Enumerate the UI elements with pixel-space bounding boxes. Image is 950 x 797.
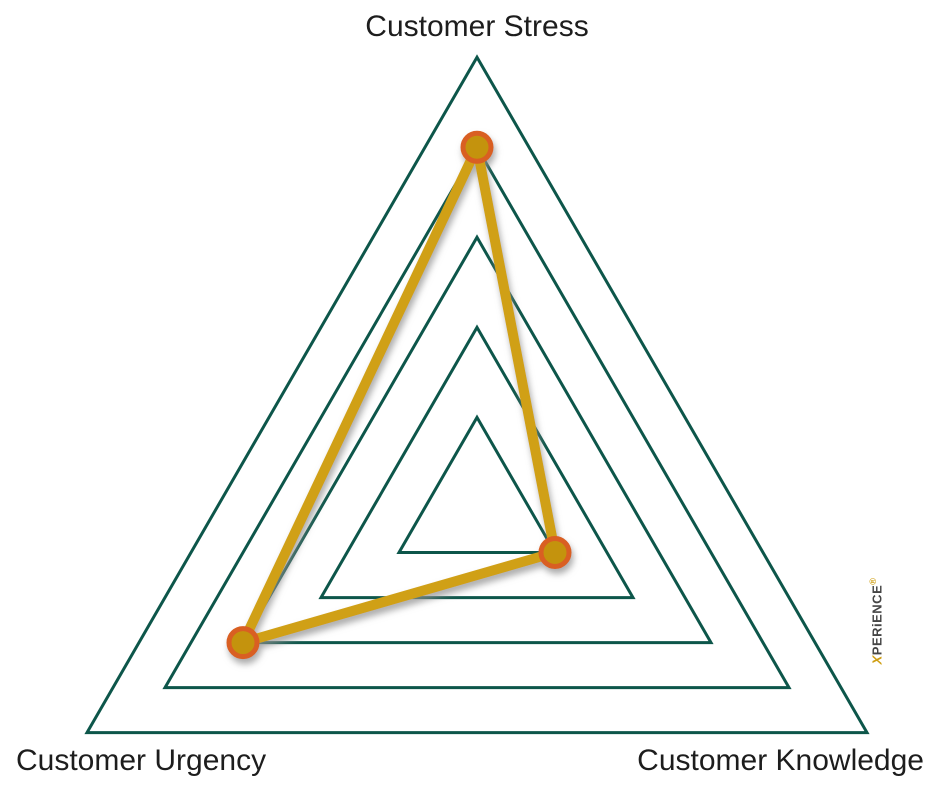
data-series	[226, 130, 572, 660]
xperience-logo: XPERiENCE®	[868, 561, 886, 681]
logo-wordmark: PERiENCE	[869, 584, 885, 656]
axis-label-customer-stress: Customer Stress	[365, 10, 589, 43]
data-point-marker-0	[460, 130, 494, 164]
grid-ring-2	[318, 324, 636, 600]
axis-label-customer-urgency: Customer Urgency	[16, 744, 267, 777]
data-point-marker-1	[226, 626, 260, 660]
grid-ring-3	[240, 234, 714, 645]
grid-ring-5	[84, 54, 870, 735]
data-point-marker-2	[538, 536, 572, 569]
data-polygon	[238, 142, 560, 648]
logo-x-mark: X	[869, 655, 885, 665]
grid-ring-4	[162, 144, 792, 690]
axis-label-customer-knowledge: Customer Knowledge	[637, 744, 924, 777]
registered-mark-icon: ®	[868, 577, 878, 585]
grid-ring-1	[396, 414, 558, 554]
